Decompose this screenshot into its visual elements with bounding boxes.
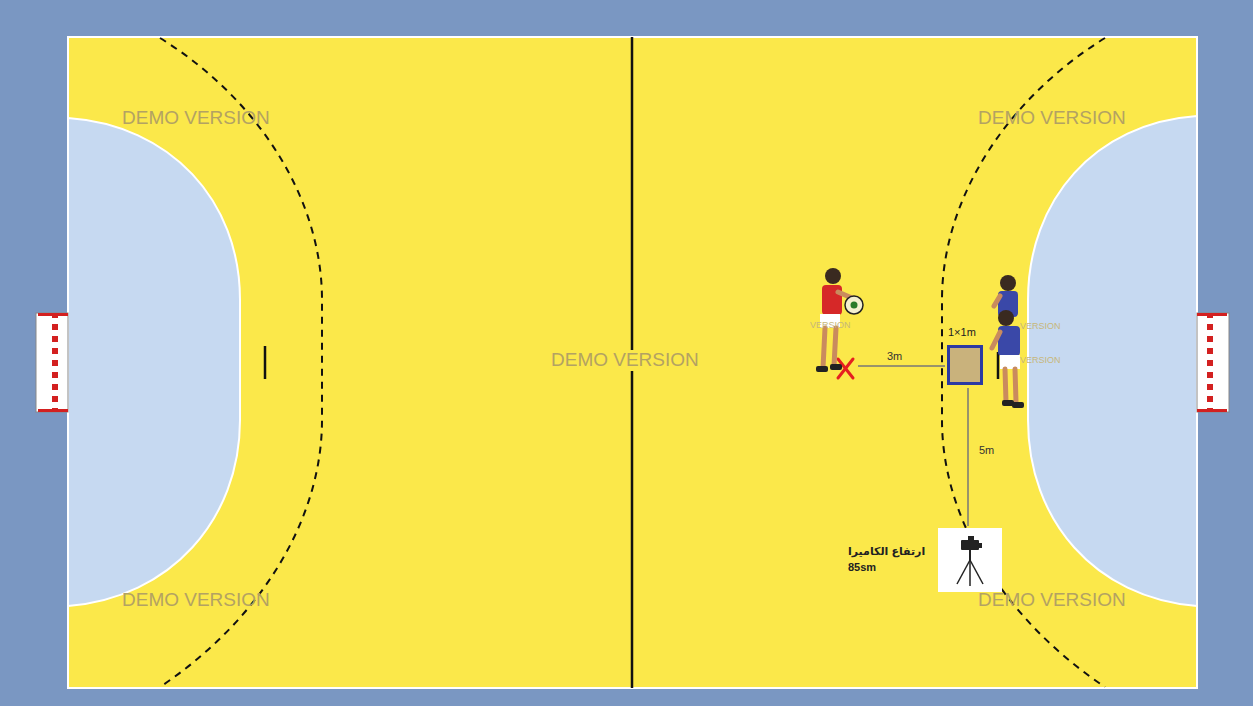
dimension-label: 3m — [886, 350, 903, 362]
target-square: 1×1m — [947, 345, 983, 385]
watermark: VERSION — [1020, 322, 1061, 332]
goal-left — [36, 313, 68, 412]
camera-tripod — [938, 528, 1002, 592]
watermark: DEMO VERSION — [122, 108, 270, 129]
watermark: DEMO VERSION — [549, 350, 701, 371]
attacker-player — [816, 268, 863, 372]
watermark: DEMO VERSION — [978, 108, 1126, 129]
watermark: DEMO VERSION — [122, 590, 270, 611]
watermark: DEMO VERSION — [978, 590, 1126, 611]
dimension-label: 5m — [978, 444, 995, 456]
goal-right — [1197, 313, 1229, 412]
size-label: 1×1m — [948, 326, 976, 338]
watermark: VERSION — [1020, 356, 1061, 366]
defender-player — [992, 275, 1024, 408]
camera-height-value: 85sm — [848, 561, 876, 573]
watermark: VERSION — [810, 321, 851, 331]
camera-height-label: ارتفاع الكاميرا — [848, 545, 925, 557]
